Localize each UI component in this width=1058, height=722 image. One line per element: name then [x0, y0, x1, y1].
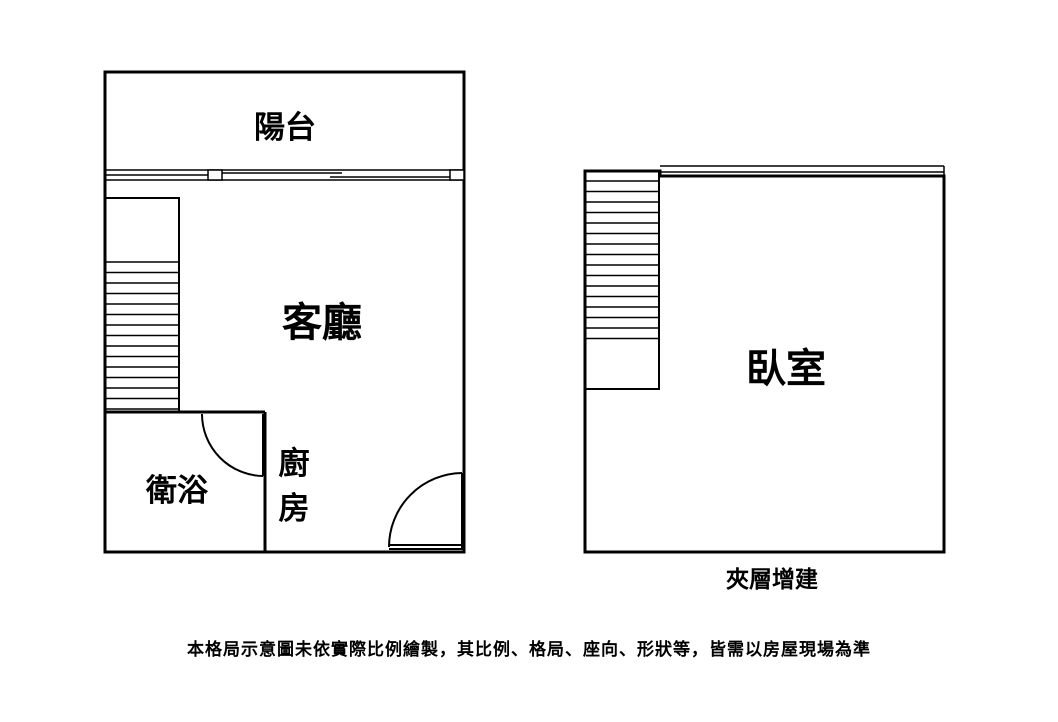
kitchen-label-line1: 廚	[279, 446, 310, 482]
mezzanine-plan	[583, 165, 946, 554]
mezzanine-staircase	[584, 170, 660, 390]
bathroom-label: 衛浴	[145, 473, 209, 509]
main-floor-plan	[103, 70, 466, 554]
bathroom-door	[201, 413, 264, 477]
mezzanine-top-railing	[660, 165, 945, 176]
balcony-label: 陽台	[254, 110, 316, 146]
main-floor-staircase	[104, 197, 180, 413]
kitchen-label-line2: 房	[279, 491, 310, 527]
interior-walls	[105, 410, 267, 552]
living-room-label: 客廳	[282, 300, 362, 346]
balcony-window-band	[105, 169, 465, 181]
entrance-door	[388, 472, 463, 550]
bedroom-label: 臥室	[746, 346, 826, 392]
disclaimer-text: 本格局示意圖未依實際比例繪製，其比例、格局、座向、形狀等，皆需以房屋現場為準	[187, 639, 871, 660]
mezzanine-caption: 夾層增建	[726, 566, 818, 593]
